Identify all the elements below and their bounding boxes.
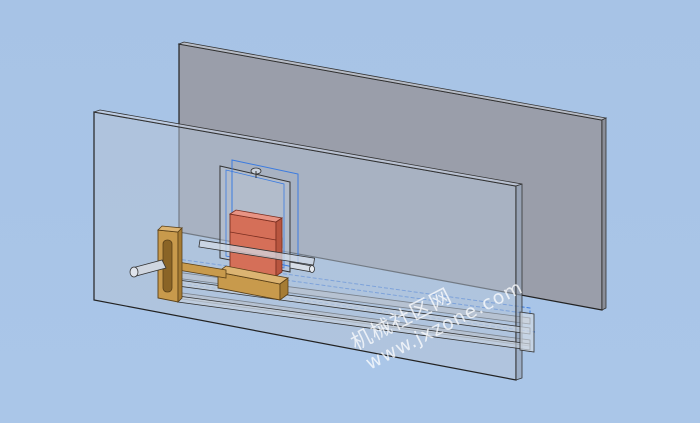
- handle-pin[interactable]: [129, 259, 167, 278]
- horizontal-shaft[interactable]: [198, 239, 316, 266]
- guide-pin-right[interactable]: [289, 261, 315, 273]
- red-block-stack[interactable]: [228, 209, 284, 277]
- brass-bracket[interactable]: [157, 225, 183, 303]
- brass-slider-block[interactable]: [177, 261, 289, 301]
